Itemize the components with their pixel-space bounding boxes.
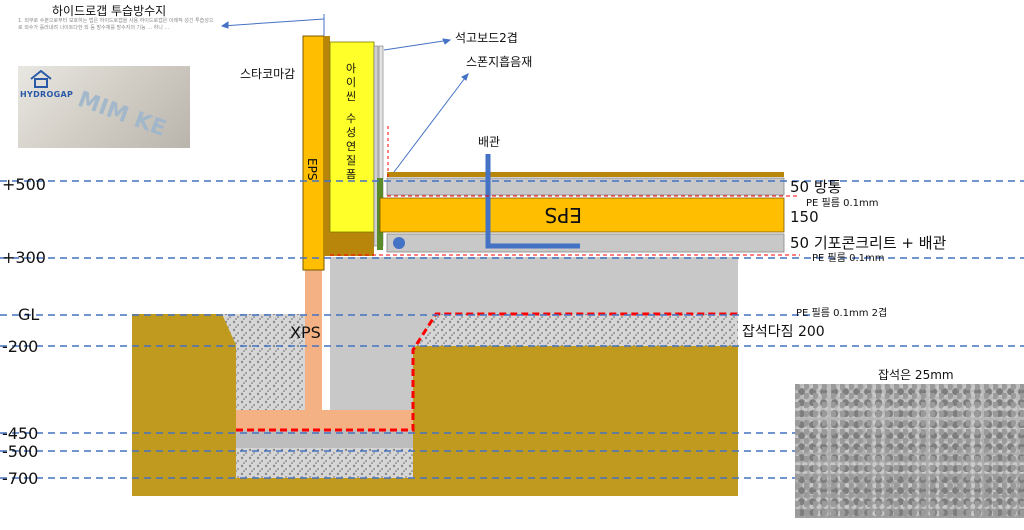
frame-plate-bottom — [330, 232, 374, 256]
leader-lines — [220, 14, 469, 173]
eps-wall-panel — [302, 35, 325, 271]
pipe-label: 배관 — [478, 135, 500, 149]
floor-eps-label: EPS — [545, 203, 582, 227]
floor-foam-concrete — [386, 233, 785, 253]
isocyanate-foam — [329, 41, 375, 233]
pipe-section — [393, 237, 405, 249]
concrete-footing — [236, 430, 413, 448]
hydrogap-photo: HYDROGAP MIM KE — [18, 66, 190, 148]
level-minus200: -200 — [2, 337, 38, 356]
xps-insulation — [236, 270, 413, 430]
soil-ground — [132, 314, 738, 496]
gypsum-label: 석고보드2겹 — [455, 31, 518, 45]
pipe-vertical — [485, 154, 580, 249]
protect-layer-label: 50 방통 — [790, 178, 841, 196]
eps-wall-label: EPS — [305, 158, 319, 180]
xps-label: XPS — [290, 323, 321, 342]
pe-top-label: PE 필름 0.1mm — [806, 197, 879, 209]
pe-double-label: PE 필름 0.1mm 2겹 — [796, 307, 887, 319]
pe-bottom-label: PE 필름 0.1mm — [812, 252, 885, 264]
concrete-foundation — [236, 257, 738, 448]
crushed-stone-label: 잡석다짐 200 — [742, 324, 825, 340]
gravel-left — [222, 314, 305, 410]
floor-finish — [387, 172, 784, 177]
hydrogap-description: 1. 외부로 수분으로부터 보호하는 법은 하이드로갭을 사용 하이드로갭은 이… — [18, 18, 214, 31]
eps-thickness-label: 150 — [790, 208, 819, 226]
pe-film-double — [236, 312, 738, 432]
hydrogap-logo: HYDROGAP — [20, 90, 74, 99]
hydrogap-title: 하이드로갭 투습방수지 — [52, 4, 167, 18]
gravel-bottom — [236, 448, 413, 478]
level-plus300: +300 — [2, 248, 46, 267]
level-minus450: -450 — [2, 424, 38, 443]
level-minus500: -500 — [2, 442, 38, 461]
gravel-caption: 잡석은 25mm — [878, 368, 954, 382]
gravel-right — [413, 314, 738, 350]
floor-eps-board — [379, 197, 785, 233]
gravel-photo — [795, 384, 1024, 518]
house-icon — [30, 70, 52, 88]
level-plus500: +500 — [2, 175, 46, 194]
gypsum-board-1 — [373, 45, 379, 247]
level-minus700: -700 — [2, 469, 38, 488]
level-gl: GL — [18, 305, 39, 324]
frame-stud — [324, 36, 330, 256]
foam-concrete-label: 50 기포콘크리트 + 배관 — [790, 234, 947, 252]
sponge-label: 스폰지흡음재 — [466, 55, 532, 69]
stucco-label: 스타코마감 — [240, 67, 295, 81]
